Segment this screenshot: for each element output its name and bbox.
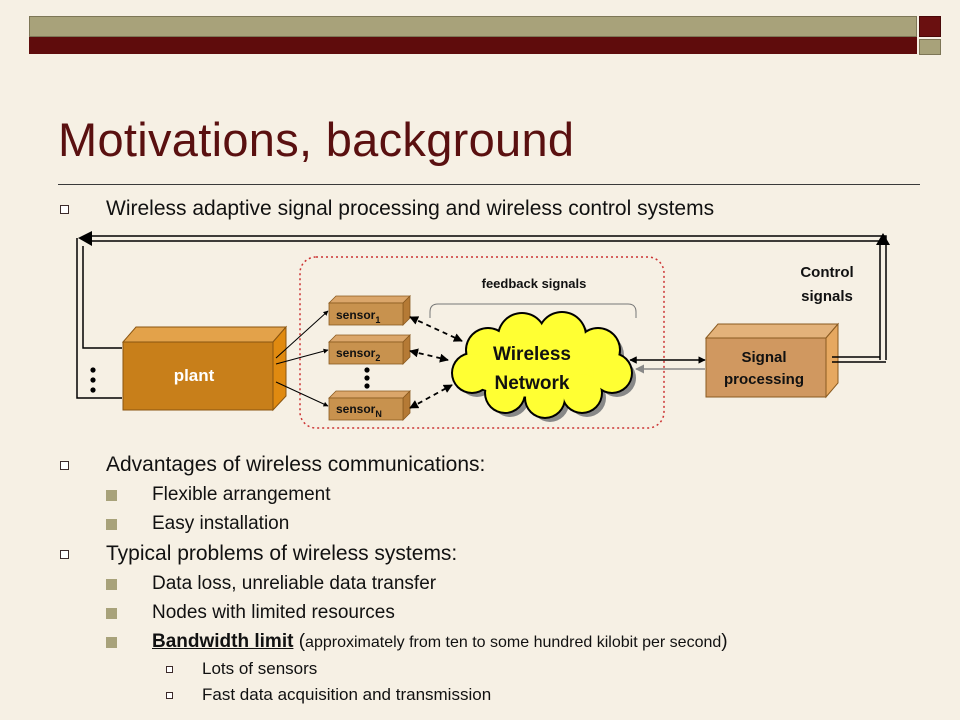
sensor-label-1: sensor1 — [336, 308, 380, 325]
bandwidth-limit-label: Bandwidth limit — [152, 631, 294, 652]
filled-square-bullet-icon — [106, 490, 117, 501]
processing-label-line1: Signal — [741, 349, 786, 366]
vertical-ellipsis-left — [90, 367, 96, 393]
hollow-square-bullet-icon — [166, 692, 173, 699]
signal-processing-block — [704, 322, 840, 399]
slide-title: Motivations, background — [58, 113, 575, 166]
bandwidth-paren-close: ) — [721, 631, 728, 652]
network-label-line1: Wireless — [493, 344, 571, 365]
filled-square-bullet-icon — [106, 519, 117, 530]
filled-square-bullet-icon — [106, 637, 117, 648]
feedback-signals-label: feedback signals — [482, 276, 587, 291]
list-item-text: Easy installation — [152, 513, 290, 534]
loop-arrowheads — [78, 231, 890, 246]
bandwidth-text: Bandwidth limit (approximately from ten … — [152, 631, 728, 653]
bullet-intro-text: Wireless adaptive signal processing and … — [106, 197, 715, 220]
processing-label-line2: processing — [724, 371, 804, 388]
top-bar-olive — [29, 16, 917, 37]
list-item-text: Data loss, unreliable data transfer — [152, 573, 437, 594]
top-bar-square-olive — [919, 39, 941, 55]
sensor-ellipsis — [364, 367, 370, 389]
plant-block — [121, 325, 288, 412]
filled-square-bullet-icon — [106, 579, 117, 590]
hollow-square-bullet-icon — [60, 205, 69, 214]
hollow-square-bullet-icon — [60, 461, 69, 470]
list-item-text: Nodes with limited resources — [152, 602, 395, 623]
top-bar-red — [29, 37, 917, 54]
sensor-block-n — [328, 390, 411, 421]
advantages-heading: Advantages of wireless communications: — [106, 453, 486, 476]
sensor-block-1 — [328, 295, 411, 326]
sensor-label-2: sensor2 — [336, 346, 380, 363]
wireless-network-cloud — [451, 311, 636, 422]
wireless-region-border — [299, 256, 665, 429]
sensor-label-n: sensorN — [336, 402, 382, 419]
sub-list-item-text: Fast data acquisition and transmission — [202, 685, 492, 704]
hollow-square-bullet-icon — [166, 666, 173, 673]
plant-label: plant — [174, 366, 215, 385]
feedback-brace — [429, 303, 637, 318]
title-divider — [58, 184, 920, 185]
control-signals-label-line1: Control — [800, 264, 853, 281]
top-bar-square-red — [919, 16, 941, 37]
control-signals-label-line2: signals — [801, 288, 853, 305]
system-diagram: plant sensor1 sensor2 sensorN feedback s… — [76, 231, 890, 429]
network-label-line2: Network — [495, 373, 570, 394]
processing-output-lines — [832, 356, 886, 363]
top-decoration-bar — [29, 16, 942, 56]
bandwidth-detail: approximately from ten to some hundred k… — [305, 634, 722, 651]
plant-to-sensor-arrows — [275, 310, 329, 407]
sub-list-item-text: Lots of sensors — [202, 659, 318, 678]
hollow-square-bullet-icon — [60, 550, 69, 559]
network-processing-arrows — [629, 356, 706, 374]
filled-square-bullet-icon — [106, 608, 117, 619]
bandwidth-paren-open: ( — [298, 631, 306, 652]
list-item-text: Flexible arrangement — [152, 484, 331, 505]
sensor-network-dashed-arrows — [409, 316, 463, 409]
problems-heading: Typical problems of wireless systems: — [106, 542, 458, 565]
